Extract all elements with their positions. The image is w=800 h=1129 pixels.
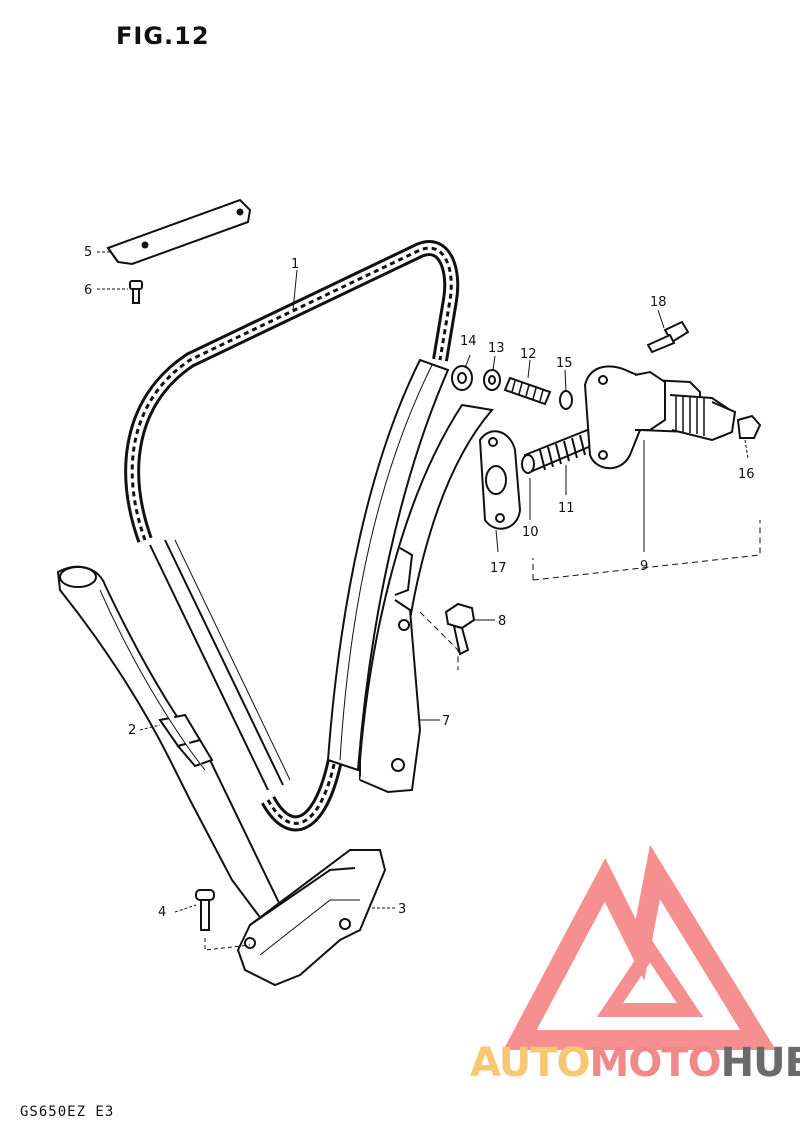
callout-16: 16 (738, 467, 755, 482)
callout-15: 15 (556, 356, 573, 371)
callout-14: 14 (460, 334, 477, 349)
watermark-auto: AUTO (470, 1040, 590, 1086)
callout-5: 5 (84, 245, 92, 260)
callout-17: 17 (490, 561, 507, 576)
part-11-spring (539, 431, 594, 471)
part-2-guide-rail (56, 565, 282, 922)
callout-1: 1 (291, 257, 299, 272)
part-15-washer (559, 390, 573, 410)
callout-12: 12 (520, 347, 537, 362)
model-code: GS650EZ E3 (20, 1104, 115, 1120)
part-8-bolt (444, 602, 476, 656)
callout-3: 3 (398, 902, 406, 917)
part-9-tensioner-body (583, 365, 737, 470)
figure-title: FIG.12 (116, 22, 210, 50)
part-5-guide-plate (106, 198, 252, 266)
part-18-bolt (646, 320, 690, 354)
part-6-screw (129, 280, 143, 304)
part-1-cam-chain (124, 240, 460, 832)
part-4-bolt (195, 889, 215, 931)
part-3-lower-guide (236, 849, 387, 987)
part-7-chain-guide (326, 358, 494, 794)
callout-4: 4 (158, 905, 166, 920)
callout-9: 9 (640, 559, 648, 574)
part-16-cap (736, 414, 762, 439)
callout-10: 10 (522, 525, 539, 540)
callout-7: 7 (442, 714, 450, 729)
watermark-moto: MOTO (589, 1040, 722, 1086)
part-14-nut (451, 365, 473, 391)
callout-2: 2 (128, 723, 136, 738)
watermark-wordmark: AUTOMOTOHUB (470, 1040, 800, 1086)
callout-6: 6 (84, 283, 92, 298)
callout-13: 13 (488, 341, 505, 356)
callout-11: 11 (558, 501, 575, 516)
watermark-logo-icon (503, 844, 776, 1050)
callout-18: 18 (650, 295, 667, 310)
watermark-hub: HUB (720, 1040, 800, 1086)
callout-8: 8 (498, 614, 506, 629)
part-12-stud (503, 376, 552, 406)
leader-lines (97, 251, 761, 913)
part-13-washer (483, 369, 501, 391)
part-17-gasket (478, 430, 522, 530)
callout-labels: 1 2 3 4 5 6 7 8 9 10 11 12 13 14 15 16 1… (84, 245, 755, 920)
